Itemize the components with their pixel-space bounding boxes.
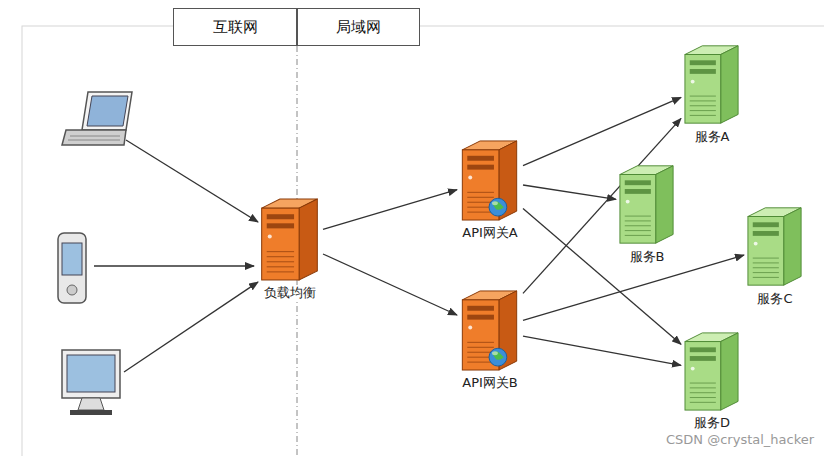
server-icon [459, 288, 521, 372]
server-label: 服务B [628, 249, 667, 265]
region-header-box: 局域网 [297, 8, 420, 46]
client-link [94, 265, 254, 266]
server-icon [746, 204, 804, 288]
laptop-icon [62, 92, 132, 145]
server-icon [683, 42, 741, 126]
region-header-box: 互联网 [173, 8, 297, 46]
server-label: API网关A [460, 225, 519, 241]
server-node: API网关A [457, 138, 523, 241]
region-label: 局域网 [334, 19, 383, 35]
server-label: API网关B [460, 375, 520, 391]
connector-arrow [523, 97, 681, 165]
server-icon [683, 330, 741, 412]
connector-arrow [323, 190, 457, 230]
server-label: 负载均衡 [262, 285, 318, 301]
connector-arrow [523, 336, 681, 365]
monitor-icon [62, 350, 120, 415]
server-icon [259, 196, 321, 282]
server-node: 服务C [744, 204, 806, 307]
server-node: 负载均衡 [257, 196, 323, 301]
server-node: 服务A [681, 42, 743, 145]
server-label: 服务D [692, 415, 732, 431]
client-link [126, 140, 258, 222]
server-node: 服务B [616, 162, 678, 265]
server-icon [459, 138, 521, 222]
connector-arrow [523, 118, 681, 293]
client-link [124, 282, 258, 372]
connector-arrow [323, 254, 457, 315]
frame [22, 26, 824, 456]
watermark: CSDN @crystal_hacker [666, 432, 814, 447]
server-node: 服务D [681, 330, 743, 431]
connector-arrow [523, 185, 616, 199]
server-icon [618, 162, 676, 246]
server-label: 服务A [693, 129, 732, 145]
phone-icon [58, 233, 86, 303]
server-label: 服务C [755, 291, 794, 307]
region-label: 互联网 [211, 19, 260, 35]
server-node: API网关B [457, 288, 523, 391]
